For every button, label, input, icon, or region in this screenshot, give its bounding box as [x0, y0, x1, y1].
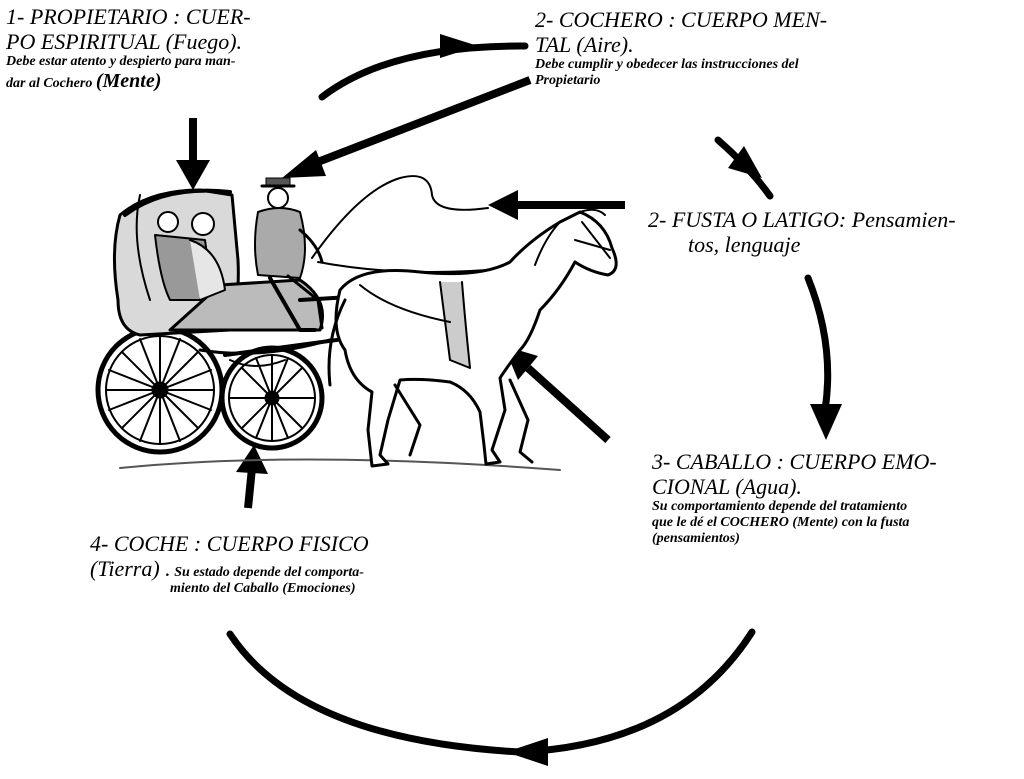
horse-desc-line-3: (pensamientos) [652, 530, 740, 546]
driver-desc-line-2: Propietario [535, 72, 601, 88]
owner-desc-line-1: Debe estar atento y despierto para man- [6, 54, 236, 70]
cycle-arc-top [318, 42, 529, 101]
horse-title-line-2: CIONAL (Agua). [652, 473, 802, 499]
cycle-arrowhead-bottom [506, 738, 548, 766]
whip-title-line-2: tos, lenguaje [688, 231, 801, 257]
driver-title-line-1: 2- COCHERO : CUERPO MEN- [535, 7, 828, 32]
arrow-to-horse [504, 346, 611, 443]
arrow-to-whip [488, 190, 625, 220]
whip-title-line-1: 2- FUSTA O LATIGO: Pensamien- [648, 207, 956, 232]
arrow-to-carriage [236, 445, 268, 509]
label-horse: 3- CABALLO : CUERPO EMO- CIONAL (Agua). … [652, 449, 1022, 546]
cycle-arc-bottom [226, 628, 756, 756]
cycle-arc-right [804, 274, 832, 414]
cycle-arrowhead-right [810, 404, 842, 440]
driver [254, 177, 324, 332]
whip [311, 175, 489, 259]
whip-title: 2- FUSTA O LATIGO: Pensamien- tos, lengu… [648, 207, 1018, 257]
label-owner: 1- PROPIETARIO : CUER- PO ESPIRITUAL (Fu… [6, 4, 336, 92]
driver-desc-line-1: Debe cumplir y obedecer las instruccione… [535, 57, 799, 73]
driver-title-line-2: TAL (Aire). [535, 31, 634, 57]
owner-title: 1- PROPIETARIO : CUER- PO ESPIRITUAL (Fu… [6, 4, 336, 54]
cycle-arrowhead-top [440, 34, 478, 58]
carriage-desc-inline: Su estado depende del comporta- [170, 564, 364, 580]
owner-desc-line-2: dar al Cochero (Mente) [6, 70, 336, 92]
horse-desc-line-2: que le dé el COCHERO (Mente) con la fust… [652, 514, 910, 530]
owner-desc-text: dar al Cochero [6, 75, 96, 91]
horse-title: 3- CABALLO : CUERPO EMO- CIONAL (Agua). [652, 449, 1022, 499]
horse-description: Su comportamiento depende del tratamient… [652, 499, 1022, 546]
driver-description: Debe cumplir y obedecer las instruccione… [535, 57, 935, 88]
carriage-title-line-1: 4- COCHE : CUERPO FISICO [90, 531, 369, 556]
label-driver: 2- COCHERO : CUERPO MEN- TAL (Aire). Deb… [535, 7, 935, 89]
carriage-desc-line-2: miento del Caballo (Emociones) [170, 581, 356, 597]
carriage-line-2: (Tierra) . Su estado depende del comport… [90, 555, 510, 582]
cycle-arrowhead-right-upper [728, 146, 762, 178]
owner-desc-emphasis: (Mente) [95, 69, 162, 92]
cycle-arrows [226, 34, 842, 766]
owner-description: Debe estar atento y despierto para man- … [6, 54, 336, 92]
carriage-title: 4- COCHE : CUERPO FISICO [90, 531, 510, 557]
driver-title: 2- COCHERO : CUERPO MEN- TAL (Aire). [535, 7, 935, 57]
arrow-to-owner [176, 118, 210, 190]
ground-shadow [119, 458, 561, 471]
horse-title-line-1: 3- CABALLO : CUERPO EMO- [652, 449, 937, 474]
label-carriage: 4- COCHE : CUERPO FISICO (Tierra) . Su e… [90, 531, 510, 597]
carriage-body [112, 188, 332, 367]
owner-title-line-1: 1- PROPIETARIO : CUER- [6, 4, 251, 29]
carriage-description: miento del Caballo (Emociones) [90, 581, 510, 597]
carriage-title-emphasis: (Tierra) . [90, 555, 171, 581]
horse-desc-line-1: Su comportamiento depende del tratamient… [652, 499, 908, 515]
arrow-to-driver [282, 76, 532, 178]
rear-wheel [95, 325, 225, 455]
carriage-illustration [95, 175, 618, 471]
horse [327, 208, 618, 468]
label-whip: 2- FUSTA O LATIGO: Pensamien- tos, lengu… [648, 207, 1018, 257]
owner-title-line-2: PO ESPIRITUAL (Fuego). [6, 28, 243, 54]
